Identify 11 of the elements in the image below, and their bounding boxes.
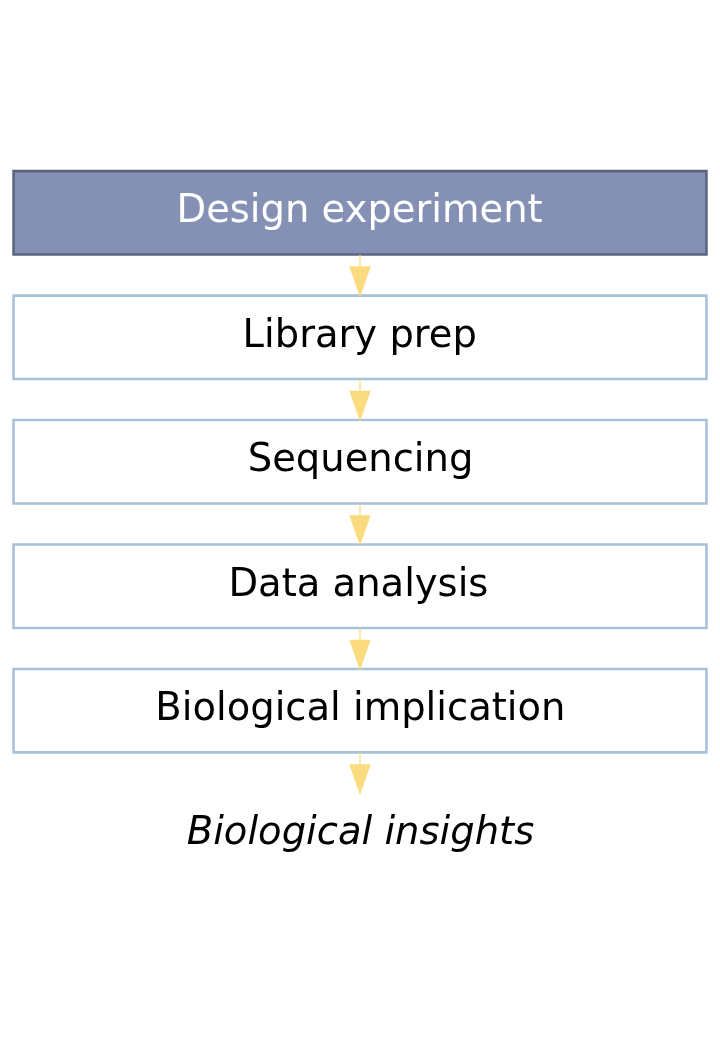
node-box: Data analysis (12, 543, 708, 630)
node-box: Sequencing (12, 418, 708, 505)
arrow (349, 254, 371, 298)
node-box: Design experiment (12, 169, 708, 256)
arrow (349, 378, 371, 422)
arrow (349, 503, 371, 547)
arrow (349, 627, 371, 671)
node-box: Library prep (12, 294, 708, 381)
arrow (349, 751, 371, 795)
node-text: Biological insights (186, 807, 535, 853)
node-box: Biological implication (12, 667, 708, 754)
